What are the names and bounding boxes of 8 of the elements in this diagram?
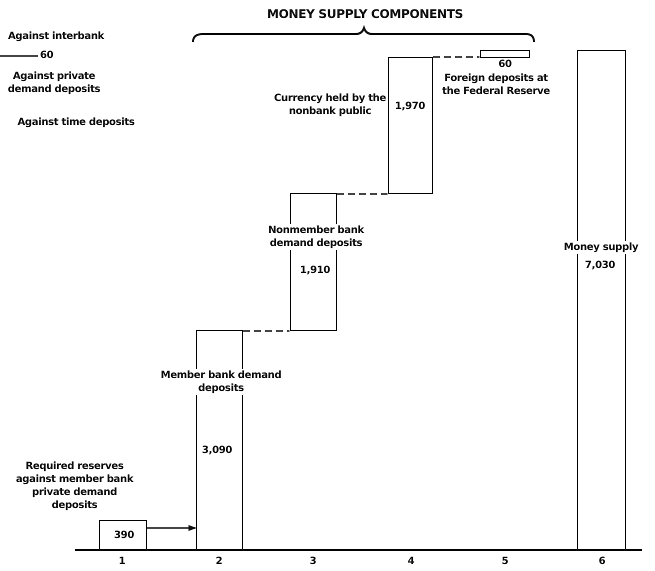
bar-caption: Currency held by the nonbank public xyxy=(274,92,386,118)
value-bar xyxy=(99,520,147,550)
arrow xyxy=(147,525,196,531)
value-bar xyxy=(388,57,433,194)
dashed-connector xyxy=(243,330,290,332)
dashed-connector xyxy=(337,193,388,195)
dashed-connector xyxy=(433,56,480,58)
small-bar xyxy=(480,50,530,58)
